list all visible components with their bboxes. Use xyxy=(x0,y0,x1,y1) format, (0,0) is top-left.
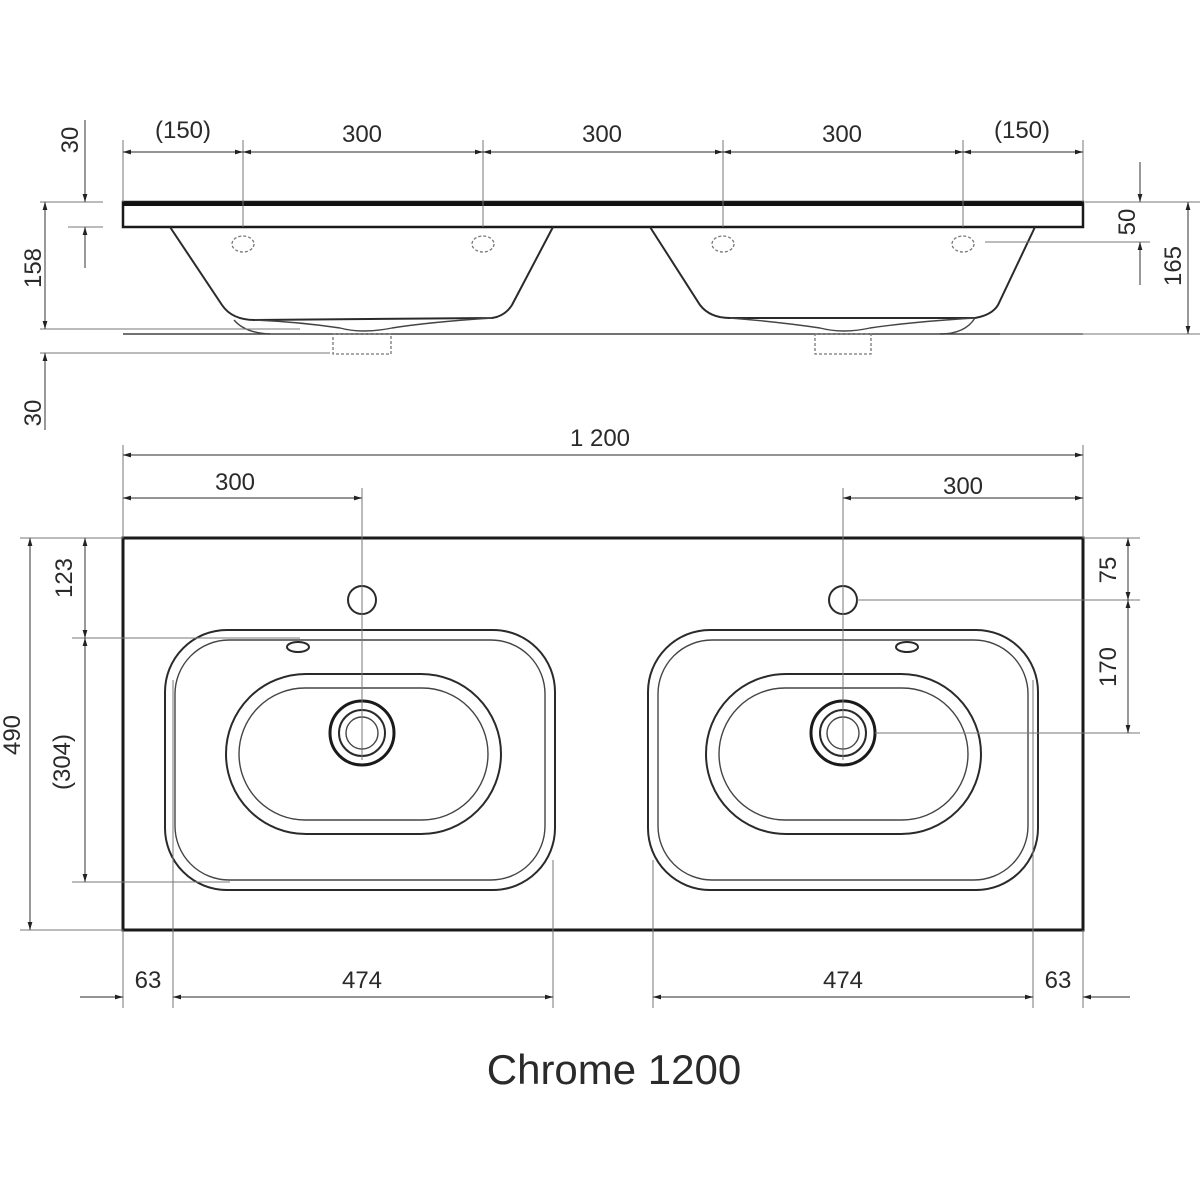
dim-label: (304) xyxy=(49,734,76,790)
dim-label: 123 xyxy=(51,558,78,598)
dim-label: 490 xyxy=(0,715,26,755)
plan-top-dimensions: 1 200 300 300 xyxy=(122,425,1084,760)
tap-hole-hidden xyxy=(711,235,735,253)
plan-view: 1 200 300 300 123 (304) 490 75 170 xyxy=(0,425,1140,1008)
dim-label: 30 xyxy=(20,400,47,427)
side-right-dimensions: 50 165 xyxy=(985,162,1200,335)
dim-label: 63 xyxy=(1045,967,1072,994)
dim-label: 300 xyxy=(342,121,382,148)
dim-label: 300 xyxy=(943,473,983,500)
dim-label: 165 xyxy=(1160,246,1187,286)
left-basin xyxy=(164,585,556,891)
dim-label: 300 xyxy=(215,469,255,496)
side-left-dimensions: 30 158 30 xyxy=(20,120,330,430)
dim-label: 170 xyxy=(1095,647,1122,687)
plan-bottom-dimensions: 63 474 474 63 xyxy=(80,680,1130,1008)
overflow-icon xyxy=(286,641,310,653)
dim-label: (150) xyxy=(155,117,211,144)
side-view: (150) 300 300 300 (150) 30 158 30 xyxy=(20,117,1200,430)
dim-label: 50 xyxy=(1114,209,1141,236)
tap-hole-hidden xyxy=(471,235,495,253)
right-basin-profile xyxy=(649,226,1036,319)
plan-right-dimensions: 75 170 xyxy=(857,537,1140,734)
dim-label: 75 xyxy=(1095,557,1122,584)
tap-hole-hidden xyxy=(951,235,975,253)
right-drain-outline xyxy=(814,333,872,355)
dim-label: (150) xyxy=(994,117,1050,144)
countertop-outline xyxy=(121,536,1085,932)
tap-hole-hidden xyxy=(231,235,255,253)
dim-label: 474 xyxy=(342,967,382,994)
overflow-icon xyxy=(895,641,919,653)
top-dimension-chain: (150) 300 300 300 (150) xyxy=(122,117,1084,227)
dim-label: 63 xyxy=(135,967,162,994)
dim-label: 300 xyxy=(822,121,862,148)
left-drain-outline xyxy=(332,333,392,355)
plan-left-dimensions: 123 (304) 490 xyxy=(0,537,300,931)
dim-label: 1 200 xyxy=(570,425,630,452)
dim-label: 474 xyxy=(823,967,863,994)
dim-label: 300 xyxy=(582,121,622,148)
dim-label: 158 xyxy=(20,248,47,288)
countertop-slab xyxy=(121,200,1085,229)
drawing-title: Chrome 1200 xyxy=(487,1046,741,1093)
dim-label: 30 xyxy=(57,127,84,154)
left-basin-profile xyxy=(169,226,554,322)
